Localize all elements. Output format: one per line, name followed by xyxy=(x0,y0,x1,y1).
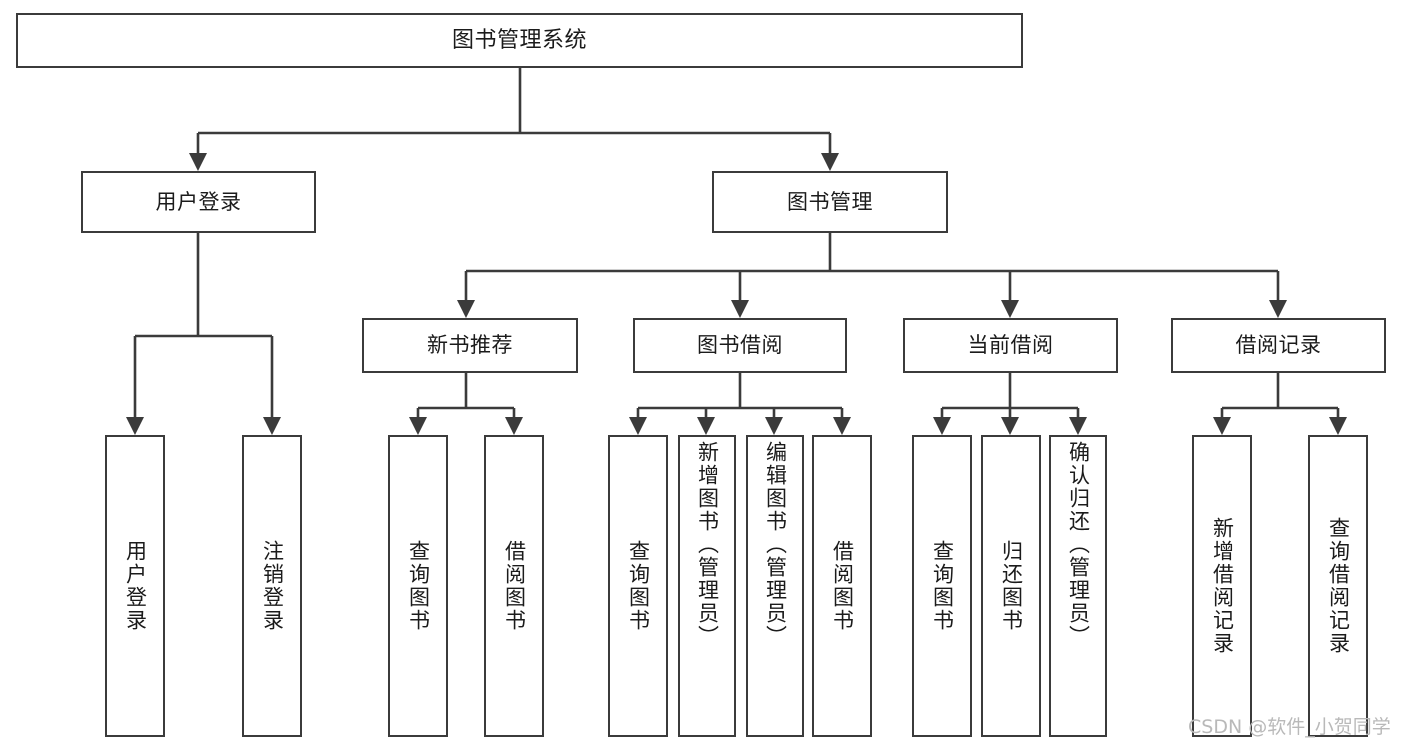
node-root-system-label: 图书管理系统 xyxy=(451,27,587,53)
leaf-borrow-book[interactable]: 借阅图书 xyxy=(812,435,872,737)
leaf-add-book-admin[interactable]: 新增图书（管理员） xyxy=(678,435,736,737)
node-new-book-recommend[interactable]: 新书推荐 xyxy=(362,318,578,373)
leaf-add-borrow-record[interactable]: 新增借阅记录 xyxy=(1192,435,1252,737)
leaf-edit-book-admin[interactable]: 编辑图书（管理员） xyxy=(746,435,804,737)
node-new-book-recommend-label: 新书推荐 xyxy=(427,333,513,358)
leaf-add-borrow-record-label: 新增借阅记录 xyxy=(1210,517,1235,655)
leaf-query-book-current[interactable]: 查询图书 xyxy=(912,435,972,737)
node-user-login-label: 用户登录 xyxy=(155,189,242,214)
node-root-system[interactable]: 图书管理系统 xyxy=(16,13,1023,68)
leaf-logout[interactable]: 注销登录 xyxy=(242,435,302,737)
node-book-management[interactable]: 图书管理 xyxy=(712,171,948,233)
leaf-borrow-book-recommend-label: 借阅图书 xyxy=(502,540,527,632)
leaf-edit-book-admin-label: 编辑图书（管理员） xyxy=(763,441,788,648)
node-borrow-record-label: 借阅记录 xyxy=(1235,333,1322,358)
leaf-user-login[interactable]: 用户登录 xyxy=(105,435,165,737)
node-user-login[interactable]: 用户登录 xyxy=(81,171,316,233)
leaf-return-book-label: 归还图书 xyxy=(999,540,1024,632)
node-current-borrow-label: 当前借阅 xyxy=(967,333,1054,358)
leaf-confirm-return-admin-label: 确认归还（管理员） xyxy=(1066,441,1091,648)
leaf-borrow-book-recommend[interactable]: 借阅图书 xyxy=(484,435,544,737)
leaf-query-borrow-record-label: 查询借阅记录 xyxy=(1326,517,1351,655)
node-borrow-record[interactable]: 借阅记录 xyxy=(1171,318,1386,373)
leaf-confirm-return-admin[interactable]: 确认归还（管理员） xyxy=(1049,435,1107,737)
leaf-return-book[interactable]: 归还图书 xyxy=(981,435,1041,737)
leaf-query-book-borrow-label: 查询图书 xyxy=(626,540,651,632)
leaf-user-login-label: 用户登录 xyxy=(123,540,148,632)
leaf-query-book-recommend[interactable]: 查询图书 xyxy=(388,435,448,737)
leaf-logout-label: 注销登录 xyxy=(260,540,285,632)
node-book-borrow-label: 图书借阅 xyxy=(697,333,783,358)
leaf-add-book-admin-label: 新增图书（管理员） xyxy=(695,441,720,648)
node-book-management-label: 图书管理 xyxy=(787,189,873,214)
leaf-query-book-borrow[interactable]: 查询图书 xyxy=(608,435,668,737)
node-current-borrow[interactable]: 当前借阅 xyxy=(903,318,1118,373)
leaf-borrow-book-label: 借阅图书 xyxy=(830,540,855,632)
csdn-watermark: CSDN @软件_小贺同学 xyxy=(1188,716,1391,738)
node-book-borrow[interactable]: 图书借阅 xyxy=(633,318,847,373)
leaf-query-borrow-record[interactable]: 查询借阅记录 xyxy=(1308,435,1368,737)
leaf-query-book-recommend-label: 查询图书 xyxy=(406,540,431,632)
leaf-query-book-current-label: 查询图书 xyxy=(930,540,955,632)
